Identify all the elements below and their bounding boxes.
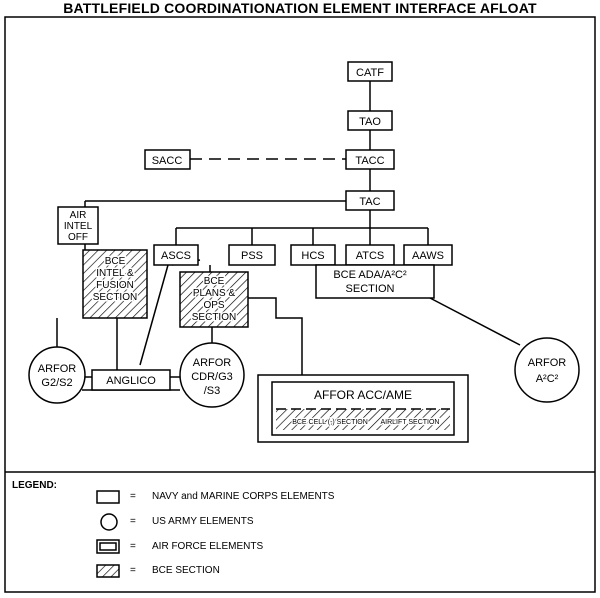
bce-plans-label: BCE PLANS & OPS SECTION bbox=[190, 275, 237, 325]
legend-equals: = bbox=[130, 541, 136, 552]
bce-ada-box bbox=[315, 264, 435, 299]
hcs-label: HCS bbox=[301, 250, 324, 262]
svg-text:CDR/G3: CDR/G3 bbox=[191, 371, 233, 383]
navy-boxes bbox=[57, 61, 453, 391]
legend-equals: = bbox=[130, 491, 136, 502]
svg-text:OPS: OPS bbox=[203, 300, 224, 311]
tac-box bbox=[345, 190, 395, 211]
bce-sections bbox=[82, 249, 249, 328]
svg-text:SECTION: SECTION bbox=[93, 292, 137, 303]
connectors bbox=[56, 81, 521, 391]
legend-label: US ARMY ELEMENTS bbox=[152, 516, 254, 527]
svg-text:ARFOR: ARFOR bbox=[193, 357, 232, 369]
anglico-label: ANGLICO bbox=[106, 375, 156, 387]
svg-text:FUSION: FUSION bbox=[96, 280, 134, 291]
svg-text:SECTION: SECTION bbox=[346, 283, 395, 295]
catf-label: CATF bbox=[356, 67, 384, 79]
arfor-a2c2-circle bbox=[514, 337, 580, 403]
catf-box bbox=[347, 61, 393, 82]
legend-double-rect-inner bbox=[99, 542, 117, 551]
tao-label: TAO bbox=[359, 116, 381, 128]
sacc-box bbox=[144, 149, 191, 170]
svg-text:INTEL &: INTEL & bbox=[96, 268, 134, 279]
bce-plans-hatch bbox=[179, 271, 249, 328]
svg-text:/S3: /S3 bbox=[204, 385, 221, 397]
bce-ada-label: BCE ADA/A²C² SECTION bbox=[333, 269, 407, 295]
legend-label: BCE SECTION bbox=[152, 565, 220, 576]
svg-text:ARFOR: ARFOR bbox=[38, 363, 77, 375]
affor-label: AFFOR ACC/AME bbox=[314, 388, 412, 402]
legend-rect-symbol bbox=[96, 490, 120, 504]
tacc-box bbox=[345, 149, 395, 170]
arfor-cdr-label: ARFOR CDR/G3 /S3 bbox=[191, 357, 233, 397]
legend-item-bce: = BCE SECTION bbox=[130, 564, 220, 578]
sacc-label: SACC bbox=[152, 155, 183, 167]
bce-intel-label: BCE INTEL & FUSION SECTION bbox=[91, 255, 138, 305]
army-circles bbox=[28, 337, 580, 408]
legend-hatch-symbol bbox=[96, 564, 120, 578]
arfor-cdr-circle bbox=[179, 342, 245, 408]
svg-text:AIR: AIR bbox=[70, 210, 87, 221]
affor-element bbox=[257, 374, 469, 443]
svg-text:BCE: BCE bbox=[105, 256, 126, 267]
pss-label: PSS bbox=[241, 250, 263, 262]
arfor-g2-circle bbox=[28, 346, 86, 404]
svg-text:OFF: OFF bbox=[68, 232, 88, 243]
svg-text:INTEL: INTEL bbox=[64, 221, 93, 232]
airlift-label: AIRLIFT SECTION bbox=[381, 419, 440, 426]
tacc-label: TACC bbox=[355, 155, 384, 167]
anglico-box bbox=[91, 369, 171, 391]
outer-frame bbox=[4, 16, 596, 593]
svg-text:G2/S2: G2/S2 bbox=[41, 377, 72, 389]
legend-circle-symbol bbox=[100, 513, 118, 531]
svg-text:SECTION: SECTION bbox=[192, 312, 236, 323]
legend-heading: LEGEND: bbox=[12, 480, 57, 491]
svg-text:ARFOR: ARFOR bbox=[528, 357, 567, 369]
arfor-g2-label: ARFOR G2/S2 bbox=[38, 363, 77, 389]
ascs-box bbox=[153, 244, 199, 266]
pss-box bbox=[228, 244, 276, 266]
legend-equals: = bbox=[130, 565, 136, 576]
atcs-label: ATCS bbox=[356, 250, 385, 262]
svg-text:BCE ADA/A²C²: BCE ADA/A²C² bbox=[333, 269, 407, 281]
svg-text:A²C²: A²C² bbox=[536, 373, 559, 385]
svg-text:PLANS &: PLANS & bbox=[193, 288, 236, 299]
diagram-title: BATTLEFIELD COORDINATIONATION ELEMENT IN… bbox=[63, 0, 537, 16]
tao-box bbox=[347, 110, 393, 131]
legend-item-navy: = NAVY and MARINE CORPS ELEMENTS bbox=[130, 490, 334, 504]
air-intel-box bbox=[57, 206, 99, 245]
air-intel-label: AIR INTEL OFF bbox=[64, 210, 93, 243]
tac-label: TAC bbox=[359, 196, 380, 208]
arfor-a2c2-label: ARFOR A²C² bbox=[528, 357, 567, 385]
legend-item-army: = US ARMY ELEMENTS bbox=[130, 515, 254, 529]
affor-hatch bbox=[276, 409, 450, 430]
legend-symbols bbox=[96, 490, 120, 578]
svg-text:BCE: BCE bbox=[204, 276, 225, 287]
bce-intel-hatch bbox=[82, 249, 148, 319]
legend-equals: = bbox=[130, 516, 136, 527]
legend-item-airforce: = AIR FORCE ELEMENTS bbox=[130, 540, 263, 554]
legend-label: NAVY and MARINE CORPS ELEMENTS bbox=[152, 491, 335, 502]
ascs-label: ASCS bbox=[161, 250, 191, 262]
hcs-box bbox=[290, 244, 336, 266]
legend-label: AIR FORCE ELEMENTS bbox=[152, 541, 264, 552]
bce-cell-label: BCE CELL (-) SECTION bbox=[292, 419, 368, 426]
aaws-label: AAWS bbox=[412, 250, 444, 262]
